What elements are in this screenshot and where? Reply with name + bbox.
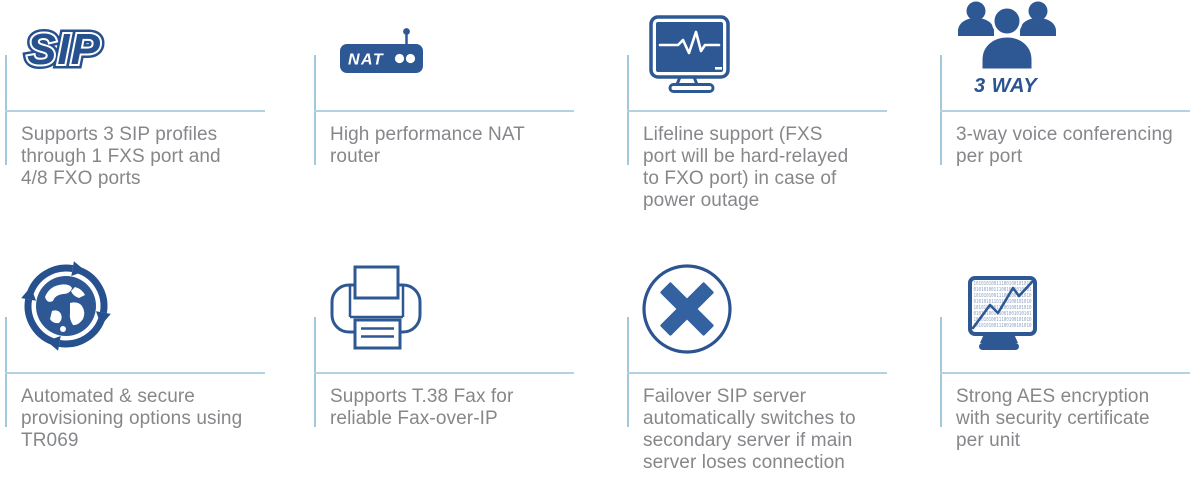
feature-three-way: 3 WAY 3-way voice conferencing per port [940,0,1200,235]
monitor-pulse-icon [645,12,740,101]
svg-text:01010100111001001010101: 01010100111001001010101 [974,311,1032,317]
feature-lifeline-support: Lifeline support (FXS port will be hard-… [627,0,927,235]
divider-horizontal [627,372,887,374]
globe-sync-icon [18,256,114,361]
monitor-binary-icon: 10101010011100100101010 0101010011100100… [950,272,1050,357]
sip-logo-icon: SIP SIP [20,14,135,85]
svg-text:10101010011100100101010: 10101010011100100101010 [974,323,1032,329]
divider-horizontal [940,372,1190,374]
svg-text:10101010011100100101010: 10101010011100100101010 [974,281,1032,287]
feature-sip-failover: Failover SIP server automatically switch… [627,262,927,497]
feature-text: Lifeline support (FXS port will be hard-… [643,124,849,211]
feature-text: High performance NAT router [330,124,525,167]
feature-text: 3-way voice conferencing per port [956,124,1173,167]
feature-nat-router: NAT High performance NAT router [314,0,614,235]
nat-router-icon: NAT [330,24,430,81]
svg-text:10101010011100100101010: 10101010011100100101010 [974,317,1032,323]
feature-text: Automated & secure provisioning options … [21,386,243,451]
feature-text: Supports 3 SIP profiles through 1 FXS po… [21,124,221,189]
svg-text:01010101101100100101010: 01010101101100100101010 [974,299,1032,305]
fax-machine-icon [325,258,425,359]
failover-x-circle-icon [640,261,736,362]
svg-text:10101010011100100101010: 10101010011100100101010 [974,293,1032,299]
feature-grid: SIP SIP Supports 3 SIP profiles through … [5,0,1200,473]
feature-text: Strong AES encryption with security cert… [956,386,1150,451]
svg-text:01010100111001001010101: 01010100111001001010101 [974,287,1032,293]
feature-text: Supports T.38 Fax for reliable Fax-over-… [330,386,514,429]
sip-logo-text: SIP [27,25,101,74]
divider-horizontal [314,372,574,374]
divider-horizontal [5,372,265,374]
divider-horizontal [314,110,574,112]
feature-text: Failover SIP server automatically switch… [643,386,856,473]
three-way-label-text: 3 WAY [974,75,1038,96]
people-group-icon: 3 WAY [950,0,1065,101]
divider-horizontal [5,110,265,112]
nat-label-text: NAT [348,52,384,69]
feature-aes-encryption: 10101010011100100101010 0101010011100100… [940,262,1200,497]
feature-auto-provisioning: Automated & secure provisioning options … [5,261,305,497]
svg-text:SIP: SIP [27,25,101,74]
feature-sip-profiles: SIP SIP Supports 3 SIP profiles through … [5,0,305,235]
divider-horizontal [627,110,887,112]
divider-horizontal [940,110,1190,112]
feature-t38-fax: Supports T.38 Fax for reliable Fax-over-… [314,262,614,497]
